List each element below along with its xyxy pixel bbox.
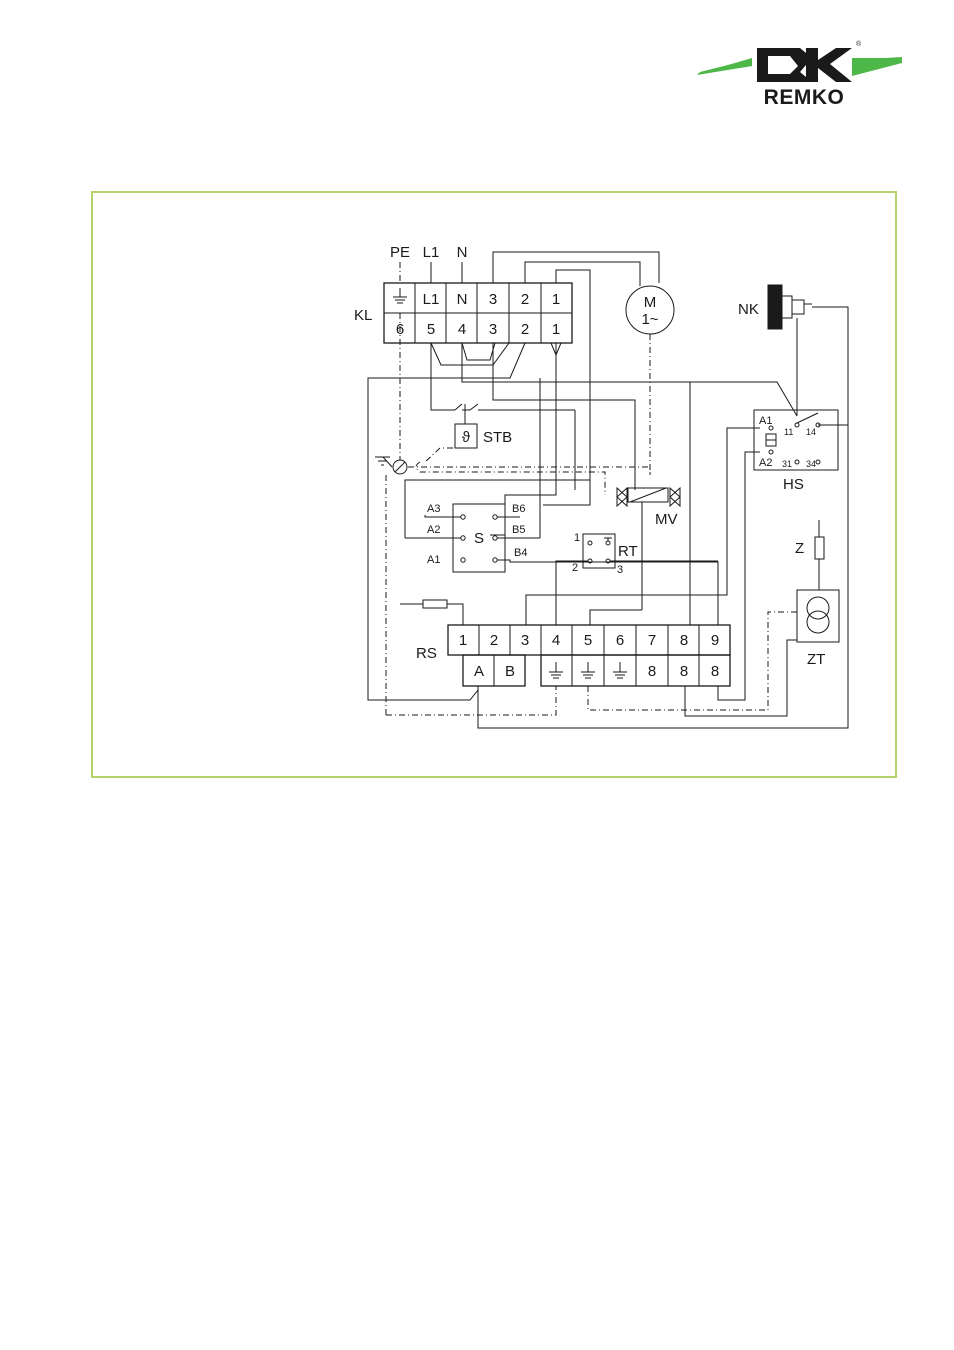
z-resistor-icon bbox=[814, 536, 825, 560]
kl-terminal-block bbox=[383, 282, 573, 344]
s-a3: A3 bbox=[427, 503, 440, 515]
kl-top-3: N bbox=[457, 291, 468, 308]
s-b5: B5 bbox=[512, 524, 525, 536]
room-thermostat-box bbox=[582, 533, 616, 569]
motor-label-m: M bbox=[644, 294, 657, 311]
kl-top-4: 3 bbox=[489, 291, 497, 308]
s-a1: A1 bbox=[427, 554, 440, 566]
hs-c34: 34 bbox=[806, 459, 816, 469]
label-l1: L1 bbox=[423, 244, 440, 261]
hs-c14: 14 bbox=[806, 427, 816, 437]
rs-top-8: 8 bbox=[680, 632, 688, 649]
s-label: S bbox=[474, 530, 484, 547]
rs-top-5: 5 bbox=[584, 632, 592, 649]
mv-label: MV bbox=[655, 511, 678, 528]
kl-top-5: 2 bbox=[521, 291, 529, 308]
rs-terminal-block bbox=[447, 624, 731, 687]
hs-a1: A1 bbox=[759, 415, 772, 427]
label-pe: PE bbox=[390, 244, 410, 261]
rs-resistor-icon bbox=[422, 599, 448, 609]
nk-label: NK bbox=[738, 301, 759, 318]
rs-bottom-b: B bbox=[505, 663, 515, 680]
rs-top-9: 9 bbox=[711, 632, 719, 649]
stb-symbol: ϑ bbox=[462, 429, 471, 446]
rs-bottom-7: 8 bbox=[680, 663, 688, 680]
kl-bottom-4: 3 bbox=[489, 321, 497, 338]
rt-label: RT bbox=[618, 543, 638, 560]
kl-bottom-1: 6 bbox=[396, 321, 404, 338]
hs-c11: 11 bbox=[784, 427, 793, 437]
rs-top-4: 4 bbox=[552, 632, 560, 649]
hs-relay-box bbox=[753, 409, 839, 471]
logo-registered: ® bbox=[856, 40, 862, 48]
kl-bottom-3: 4 bbox=[458, 321, 466, 338]
logo-wordmark: REMKO bbox=[764, 86, 845, 109]
rt-terminal-2: 2 bbox=[572, 562, 578, 574]
kl-top-6: 1 bbox=[552, 291, 560, 308]
hs-label: HS bbox=[783, 476, 804, 493]
magnet-valve-icon bbox=[616, 486, 681, 508]
kl-label: KL bbox=[354, 307, 372, 324]
rs-ground-icons bbox=[549, 662, 627, 679]
kl-top-2: L1 bbox=[423, 291, 440, 308]
rs-bottom-a: A bbox=[474, 663, 484, 680]
nk-sensor-icon bbox=[767, 284, 812, 330]
remko-logo: REMKO ® bbox=[697, 40, 902, 109]
rs-bottom-6: 8 bbox=[648, 663, 656, 680]
pe-ground-icon bbox=[393, 288, 407, 304]
rs-top-1: 1 bbox=[459, 632, 467, 649]
rs-bottom-8: 8 bbox=[711, 663, 719, 680]
zt-transformer-icon bbox=[796, 589, 840, 643]
stb-label: STB bbox=[483, 429, 512, 446]
rs-top-7: 7 bbox=[648, 632, 656, 649]
rt-terminal-3: 3 bbox=[617, 564, 623, 576]
s-b4: B4 bbox=[514, 547, 527, 559]
rt-terminal-1: 1 bbox=[574, 532, 580, 544]
label-n: N bbox=[457, 244, 468, 261]
rs-label: RS bbox=[416, 645, 437, 662]
chassis-ground-icon bbox=[375, 456, 408, 475]
logo-mark bbox=[757, 48, 852, 82]
wiring-diagram: PE L1 N KL L1 N 3 2 1 6 5 4 3 2 1 M 1~ N… bbox=[354, 244, 849, 729]
motor-label-phase: 1~ bbox=[641, 311, 658, 328]
kl-bottom-6: 1 bbox=[552, 321, 560, 338]
kl-bottom-2: 5 bbox=[427, 321, 435, 338]
s-a2: A2 bbox=[427, 524, 440, 536]
rs-top-6: 6 bbox=[616, 632, 624, 649]
hs-a2: A2 bbox=[759, 457, 772, 469]
logo-stripes bbox=[697, 57, 902, 76]
zt-label: ZT bbox=[807, 651, 825, 668]
rs-top-3: 3 bbox=[521, 632, 529, 649]
s-b6: B6 bbox=[512, 503, 525, 515]
kl-bottom-5: 2 bbox=[521, 321, 529, 338]
diagram-frame bbox=[91, 191, 897, 778]
z-label: Z bbox=[795, 540, 804, 557]
hs-c31: 31 bbox=[782, 459, 792, 469]
rs-top-2: 2 bbox=[490, 632, 498, 649]
